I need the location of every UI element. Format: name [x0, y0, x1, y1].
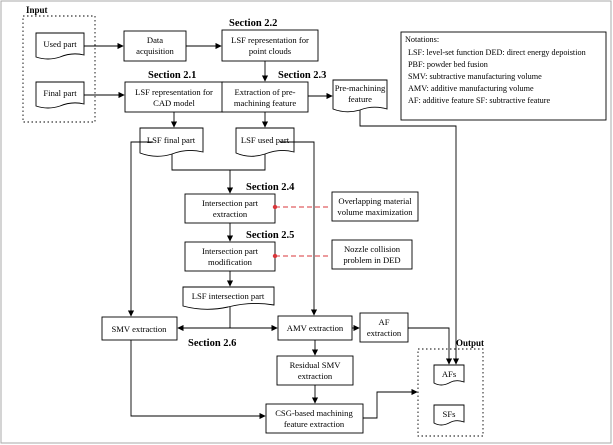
nozzle-note-box: [331, 239, 413, 270]
arrow-csg-to-output: [363, 388, 418, 419]
lsf-cad-model-line2: CAD model: [153, 98, 195, 108]
used-part-document: [35, 32, 85, 60]
notation-line-4: AMV: additive manufacturing volume: [408, 84, 534, 93]
arrow-smv-to-csg: [130, 340, 266, 420]
lsf-final-part-document: [139, 127, 204, 157]
smv-extraction-label: SMV extraction: [112, 324, 168, 334]
intersection-modification-line2: modification: [208, 257, 253, 267]
input-group-frame: [22, 15, 96, 123]
used-part-label: Used part: [43, 39, 77, 49]
notation-line-1: LSF: level-set function DED: direct ener…: [408, 48, 586, 57]
data-acquisition-line1: Data: [147, 35, 163, 45]
arrow-lsfint-to-smv: [177, 307, 231, 332]
pre-machining-feature-document: [332, 79, 388, 113]
lsf-used-part-label: LSF used part: [241, 135, 290, 145]
pre-machining-extraction-line2: machining feature: [234, 98, 296, 108]
afs-label: AFs: [442, 369, 457, 379]
section-2-6-label: Section 2.6: [188, 338, 236, 349]
final-part-document: [35, 81, 85, 109]
section-2-3-label: Section 2.3: [278, 70, 326, 81]
lsf-used-part-document: [235, 127, 295, 157]
section-2-5-label: Section 2.5: [246, 230, 294, 241]
arrow-af-to-afs: [408, 327, 453, 365]
section-2-2-label: Section 2.2: [229, 18, 277, 29]
sfs-label: SFs: [443, 409, 457, 419]
arrow-final-to-smv: [127, 141, 153, 317]
af-extraction-line2: extraction: [367, 328, 402, 338]
csg-feature-line2: feature extraction: [284, 419, 345, 429]
overlapping-note-line1: Overlapping material: [338, 196, 412, 206]
pre-machining-feature-line1: Pre-machining: [335, 83, 386, 93]
lsf-intersection-part-document: [182, 286, 275, 310]
input-group-title: Input: [26, 5, 48, 15]
arrow-final-to-intersection: [171, 154, 234, 194]
pre-machining-feature-line2: feature: [348, 94, 372, 104]
residual-smv-line2: extraction: [298, 371, 333, 381]
intersection-extraction-line1: Intersection part: [202, 198, 259, 208]
lsf-cad-model-line1: LSF representation for: [135, 87, 213, 97]
intersection-extraction-line2: extraction: [213, 209, 248, 219]
lsf-point-clouds-line2: point clouds: [249, 46, 292, 56]
notations-title: Notations:: [405, 35, 439, 44]
af-extraction-line1: AF: [379, 317, 390, 327]
section-2-1-label: Section 2.1: [148, 70, 196, 81]
output-group-title: Output: [456, 338, 484, 348]
pre-machining-extraction-line1: Extraction of pre-: [234, 87, 295, 97]
intersection-extraction-box: [184, 193, 276, 224]
nozzle-note-line2: problem in DED: [343, 255, 400, 265]
notation-line-3: SMV: subtractive manufacturing volume: [408, 72, 542, 81]
arrow-used-to-amv: [280, 141, 318, 316]
connector-used-to-intersection: [230, 154, 266, 171]
section-2-4-label: Section 2.4: [246, 182, 295, 193]
intersection-modification-line1: Intersection part: [202, 246, 259, 256]
af-extraction-box: [359, 312, 409, 343]
notation-line-5: AF: additive feature SF: subtractive fea…: [408, 96, 550, 105]
arrow-premach-to-afs: [359, 110, 460, 365]
output-group-frame: [417, 348, 484, 437]
nozzle-note-line1: Nozzle collision: [344, 244, 401, 254]
data-acquisition-box: [123, 30, 187, 62]
final-part-label: Final part: [43, 88, 77, 98]
lsf-point-clouds-line1: LSF representation for: [231, 35, 309, 45]
residual-smv-line1: Residual SMV: [290, 360, 342, 370]
sfs-document: [433, 404, 465, 426]
overlapping-note-box: [331, 191, 419, 222]
smv-extraction-box: [101, 316, 178, 341]
data-acquisition-line2: acquisition: [136, 46, 174, 56]
csg-feature-box: [265, 403, 364, 434]
lsf-intersection-part-label: LSF intersection part: [192, 291, 265, 301]
lsf-point-clouds-box: [221, 29, 319, 62]
amv-extraction-label: AMV extraction: [287, 323, 344, 333]
overlapping-note-line2: volume maximization: [337, 207, 413, 217]
notation-line-2: PBF: powder bed fusion: [408, 60, 488, 69]
csg-feature-line1: CSG-based machining: [275, 408, 353, 418]
afs-document: [433, 364, 465, 386]
lsf-final-part-label: LSF final part: [147, 135, 196, 145]
intersection-modification-box: [184, 241, 276, 272]
notations-box: [400, 31, 607, 121]
